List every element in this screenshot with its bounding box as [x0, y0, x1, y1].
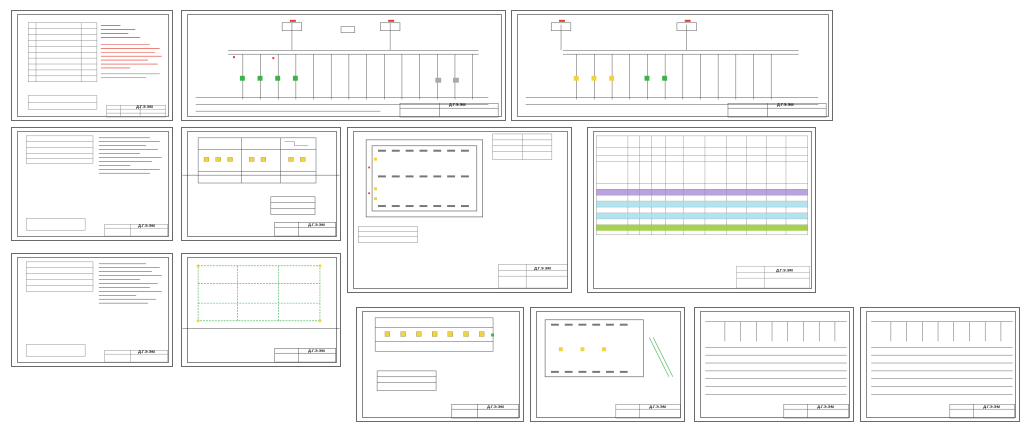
sheet-load-table[interactable]: Д.Г.Э.ЭМ	[587, 127, 816, 293]
drawing-canvas: Д.Г.Э.ЭМ	[358, 133, 568, 289]
sheet-frame	[17, 14, 169, 117]
drawing-canvas: Д.Г.Э.ЭМ	[374, 317, 519, 419]
stamp-code: Д.Г.Э.ЭМ	[776, 267, 793, 272]
drawing-canvas: Д.Г.Э.ЭМ	[25, 261, 168, 363]
sheet-general-notes-1[interactable]: Д.Г.Э.ЭМ	[11, 127, 173, 241]
sheet-frame	[362, 311, 520, 418]
sheet-power-plan-2[interactable]: Д.Г.Э.ЭМ	[530, 307, 685, 422]
stamp-code: Д.Г.Э.ЭМ	[649, 404, 666, 409]
drawing-canvas: Д.Г.Э.ЭМ	[25, 135, 168, 237]
drawing-canvas: Д.Г.Э.ЭМ	[182, 137, 340, 237]
sheet-single-line-diagram-1[interactable]: Д.Г.Э.ЭМ	[181, 10, 506, 121]
drawing-canvas: Д.Г.Э.ЭМ	[705, 321, 849, 419]
drawing-canvas: Д.Г.Э.ЭМ	[544, 319, 681, 419]
drawing-canvas: Д.Г.Э.ЭМ	[182, 264, 340, 363]
sheet-frame	[593, 131, 812, 289]
stamp-code: Д.Г.Э.ЭМ	[308, 348, 325, 353]
stamp-code: Д.Г.Э.ЭМ	[487, 404, 504, 409]
stamp-code: Д.Г.Э.ЭМ	[817, 404, 834, 409]
sheet-cable-schedule-2[interactable]: Д.Г.Э.ЭМ	[860, 307, 1020, 422]
sheet-frame	[187, 131, 337, 237]
sheet-grounding-plan[interactable]: Д.Г.Э.ЭМ	[181, 253, 341, 367]
sheet-frame	[866, 311, 1016, 418]
stamp-code: Д.Г.Э.ЭМ	[449, 102, 466, 107]
drawing-canvas: Д.Г.Э.ЭМ	[871, 321, 1015, 419]
stamp-code: Д.Г.Э.ЭМ	[777, 102, 794, 107]
drawing-canvas: Д.Г.Э.ЭМ	[525, 19, 827, 118]
stamp-code: Д.Г.Э.ЭМ	[138, 349, 155, 354]
sheet-lighting-plan-2[interactable]: Д.Г.Э.ЭМ	[347, 127, 572, 293]
sheet-frame	[187, 257, 337, 363]
sheet-frame	[536, 311, 681, 418]
sheet-title-notes[interactable]: Д.Г.Э.ЭМ	[11, 10, 173, 121]
sheet-cable-schedule-1[interactable]: Д.Г.Э.ЭМ	[694, 307, 854, 422]
drawing-canvas: Д.Г.Э.ЭМ	[195, 19, 499, 118]
stamp-code: Д.Г.Э.ЭМ	[983, 404, 1000, 409]
sheet-general-notes-2[interactable]: Д.Г.Э.ЭМ	[11, 253, 173, 367]
stamp-code: Д.Г.Э.ЭМ	[138, 223, 155, 228]
sheet-frame	[187, 14, 502, 117]
sheet-lighting-plan-1[interactable]: Д.Г.Э.ЭМ	[181, 127, 341, 241]
sheet-frame	[353, 131, 568, 289]
stamp-code: Д.Г.Э.ЭМ	[136, 104, 153, 109]
sheet-single-line-diagram-2[interactable]: Д.Г.Э.ЭМ	[511, 10, 833, 121]
drawing-canvas: Д.Г.Э.ЭМ	[27, 22, 166, 118]
stamp-code: Д.Г.Э.ЭМ	[308, 222, 325, 227]
sheet-frame	[17, 257, 169, 363]
sheet-frame	[17, 131, 169, 237]
sheet-frame	[700, 311, 850, 418]
drawing-canvas: Д.Г.Э.ЭМ	[596, 135, 810, 289]
sheet-frame	[517, 14, 829, 117]
stamp-code: Д.Г.Э.ЭМ	[534, 265, 551, 270]
sheet-power-plan-1[interactable]: Д.Г.Э.ЭМ	[356, 307, 524, 422]
